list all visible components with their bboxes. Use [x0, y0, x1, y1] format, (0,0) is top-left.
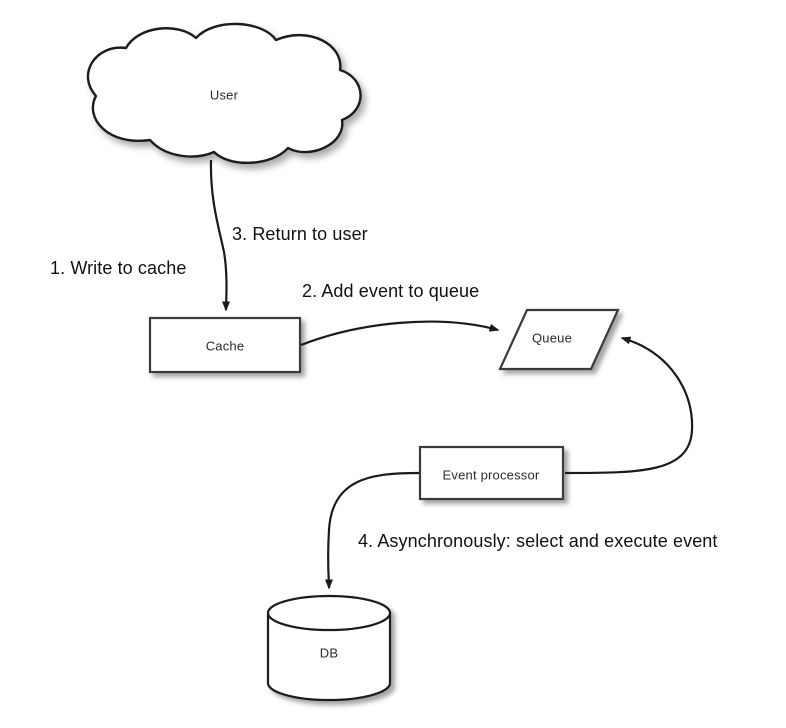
node-user[interactable] [86, 22, 362, 164]
node-label-db: DB [319, 645, 339, 661]
edge-label-step-4: 4. Asynchronously: select and execute ev… [358, 531, 718, 551]
edge-cache-to-queue [300, 320, 500, 347]
node-queue[interactable] [498, 308, 620, 371]
edge-event-processor-to-queue [564, 336, 694, 475]
node-label-event-processor: Event processor [442, 467, 540, 483]
node-cache[interactable] [148, 316, 302, 374]
node-label-cache: Cache [205, 338, 245, 354]
edge-label-step-3: 3. Return to user [232, 224, 368, 244]
node-event-processor[interactable] [418, 445, 565, 501]
node-label-user: User [209, 87, 239, 103]
node-label-queue: Queue [531, 330, 573, 346]
edge-label-step-1: 1. Write to cache [50, 258, 187, 278]
edge-user-to-cache [209, 159, 231, 312]
node-db[interactable] [266, 594, 392, 702]
edge-event-processor-to-db [324, 471, 420, 590]
edge-label-step-2: 2. Add event to queue [302, 281, 480, 301]
